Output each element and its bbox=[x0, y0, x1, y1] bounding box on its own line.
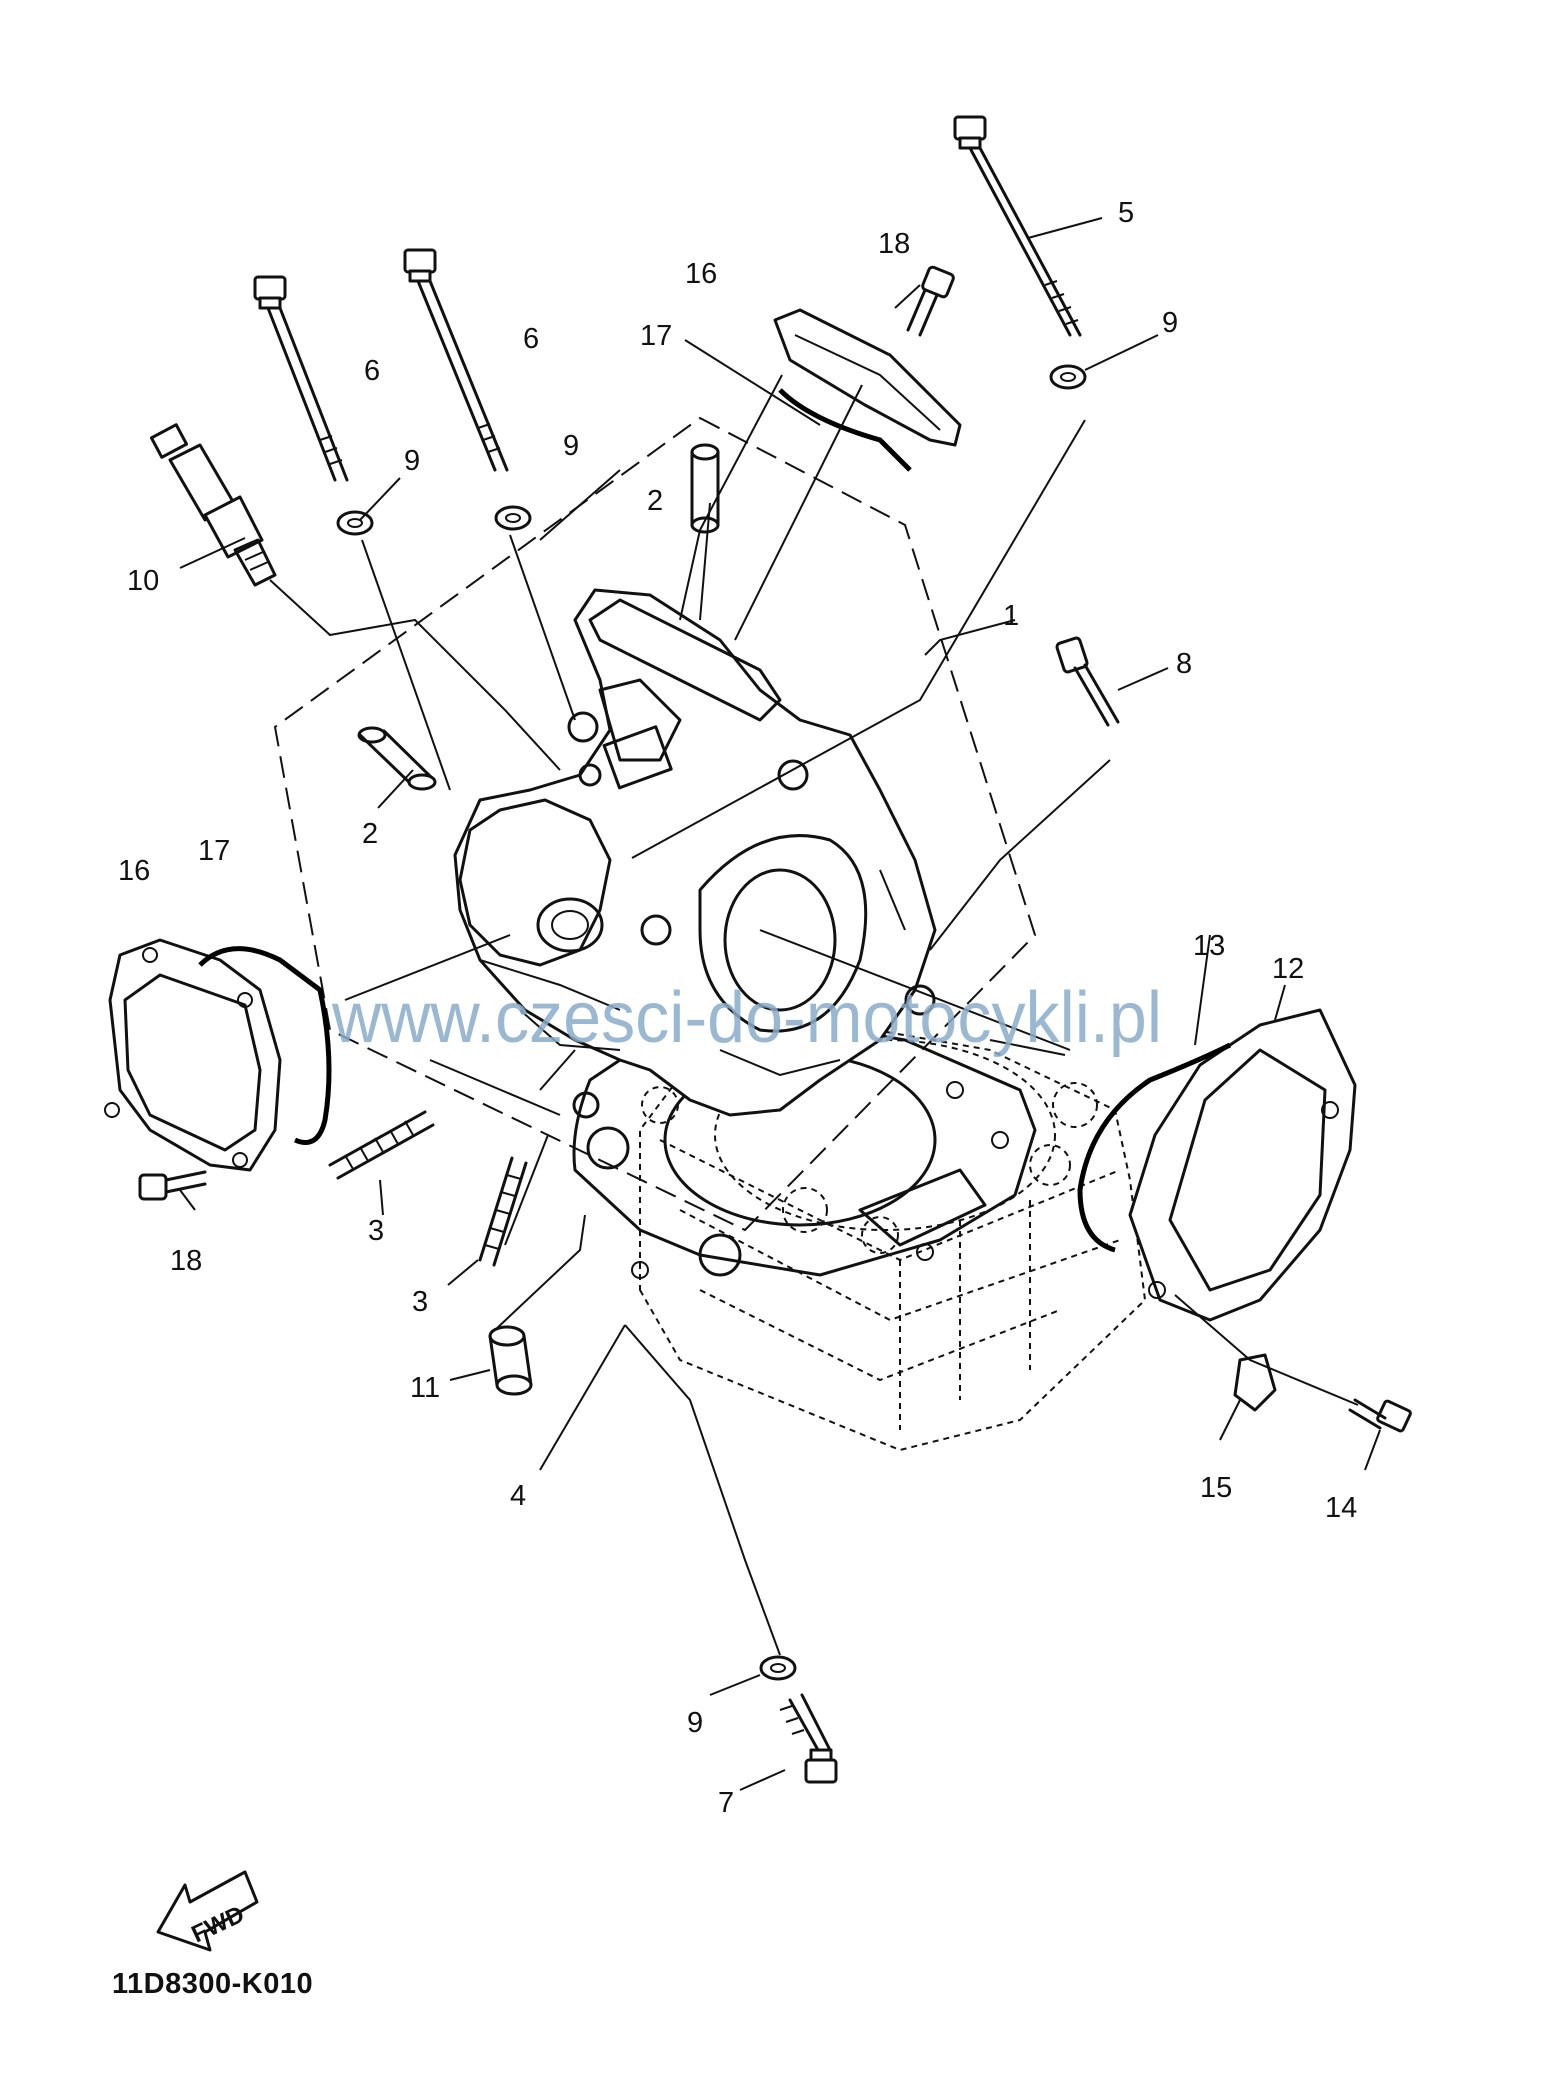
dowel-left bbox=[357, 726, 437, 791]
watermark-text: www.czesci-do-motocykli.pl bbox=[331, 978, 1162, 1058]
callout-labels: 1 2 2 3 3 4 5 6 6 7 8 9 9 9 9 10 11 12 1… bbox=[118, 197, 1357, 1819]
valve-cover-top bbox=[773, 308, 962, 447]
callout-7: 7 bbox=[718, 1787, 734, 1819]
callout-18-top: 18 bbox=[878, 228, 910, 260]
o-ring-left bbox=[198, 946, 332, 1145]
leader-lines bbox=[179, 217, 1381, 1791]
callout-15: 15 bbox=[1200, 1472, 1232, 1504]
o-ring-top bbox=[778, 388, 912, 472]
o-ring-right bbox=[1077, 1042, 1232, 1253]
bolt-6-right bbox=[403, 248, 509, 472]
callout-17-left: 17 bbox=[198, 835, 230, 867]
callout-13: 13 bbox=[1193, 930, 1225, 962]
bolt-8 bbox=[1055, 636, 1120, 727]
callout-2-top: 2 bbox=[647, 485, 663, 517]
callout-4: 4 bbox=[510, 1480, 526, 1512]
callout-14: 14 bbox=[1325, 1492, 1357, 1524]
callout-3-center: 3 bbox=[412, 1286, 428, 1318]
bolt-18-top bbox=[906, 265, 955, 337]
callout-16-left: 16 bbox=[118, 855, 150, 887]
dowel-11 bbox=[488, 1325, 533, 1396]
side-cover-right bbox=[1128, 1008, 1357, 1322]
bolt-18-left bbox=[138, 1170, 207, 1201]
callout-9-center: 9 bbox=[563, 430, 579, 462]
callout-3-left: 3 bbox=[368, 1215, 384, 1247]
callout-8: 8 bbox=[1176, 648, 1192, 680]
washers bbox=[336, 364, 1087, 1681]
valve-cover-left bbox=[104, 938, 282, 1172]
stud-center bbox=[478, 1156, 528, 1267]
dowel-top bbox=[690, 443, 720, 534]
assembly-outline bbox=[273, 416, 1037, 1232]
bolt-7 bbox=[779, 1693, 838, 1784]
spark-plug bbox=[149, 423, 277, 587]
clip-bracket bbox=[1233, 1353, 1277, 1412]
bolt-6-left bbox=[253, 275, 349, 482]
callout-12: 12 bbox=[1272, 953, 1304, 985]
callout-9-bottom: 9 bbox=[687, 1707, 703, 1739]
callout-10: 10 bbox=[127, 565, 159, 597]
callout-17-top: 17 bbox=[640, 320, 672, 352]
callout-5: 5 bbox=[1118, 197, 1134, 229]
callout-18-left: 18 bbox=[170, 1245, 202, 1277]
callout-6-right: 6 bbox=[523, 323, 539, 355]
drawing-code: 11D8300-K010 bbox=[112, 1968, 314, 2000]
callout-9-left: 9 bbox=[404, 445, 420, 477]
stud-left bbox=[328, 1110, 435, 1180]
fwd-direction-arrow bbox=[156, 1870, 259, 1952]
callout-9-top-right: 9 bbox=[1162, 307, 1178, 339]
bolt-5 bbox=[953, 115, 1082, 337]
bolt-14 bbox=[1348, 1398, 1412, 1433]
callout-16-top: 16 bbox=[685, 258, 717, 290]
callout-2-left: 2 bbox=[362, 818, 378, 850]
callout-11: 11 bbox=[410, 1372, 440, 1404]
cylinder-head bbox=[453, 588, 937, 1119]
callout-1: 1 bbox=[1003, 600, 1019, 632]
callout-6-left: 6 bbox=[364, 355, 380, 387]
